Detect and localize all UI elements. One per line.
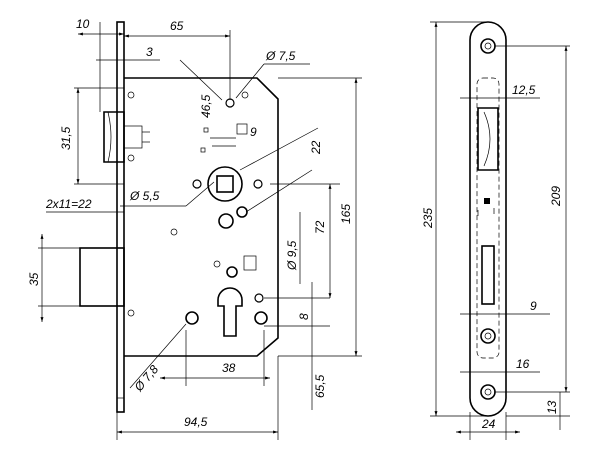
dim-9-square: 9 [250, 125, 257, 139]
dim-31-5: 31,5 [59, 126, 73, 150]
dim-16: 16 [516, 357, 530, 371]
dim-72: 72 [313, 220, 327, 234]
latch-opening [477, 107, 499, 171]
dim-65: 65 [170, 19, 184, 33]
faceplate-outline [469, 21, 507, 417]
cylinder-cutout [217, 287, 243, 337]
dim-22: 22 [309, 140, 323, 155]
dim-165: 165 [339, 204, 353, 224]
dim-35: 35 [27, 272, 41, 286]
dim-38: 38 [222, 361, 236, 375]
screw-1 [127, 91, 135, 99]
dim-7-5: Ø 7,5 [265, 49, 296, 63]
spindle-square [216, 175, 234, 193]
dim-5-5: Ø 5,5 [129, 189, 160, 203]
dim-209: 209 [549, 186, 563, 207]
dead-bolt [79, 247, 125, 307]
dim-8: 8 [297, 313, 311, 320]
lock-case-outline [124, 77, 279, 357]
dim-9-faceplate: 9 [530, 299, 537, 313]
spindle-hub [207, 166, 243, 202]
dim-2x11: 2x11=22 [45, 197, 92, 211]
dim-7-8: Ø 7,8 [131, 362, 161, 394]
dim-3: 3 [146, 45, 153, 59]
dim-13: 13 [545, 400, 559, 414]
lock-body [79, 21, 279, 413]
dim-94-5: 94,5 [184, 415, 208, 429]
dim-12-5: 12,5 [512, 83, 536, 97]
dim-65-5: 65,5 [313, 374, 327, 398]
dimension-lines [38, 21, 570, 440]
dim-9-5: Ø 9,5 [285, 240, 299, 271]
dimension-labels: 10 65 3 Ø 7,5 46,5 9 31,5 22 Ø 5,5 2x11=… [27, 17, 563, 431]
dim-10: 10 [76, 17, 90, 31]
dim-235: 235 [421, 208, 435, 229]
faceplate-front [469, 21, 507, 417]
dim-24: 24 [481, 417, 496, 431]
faceplate-side [116, 21, 125, 413]
latch-bolt [103, 111, 125, 163]
dim-46-5: 46,5 [199, 94, 213, 118]
